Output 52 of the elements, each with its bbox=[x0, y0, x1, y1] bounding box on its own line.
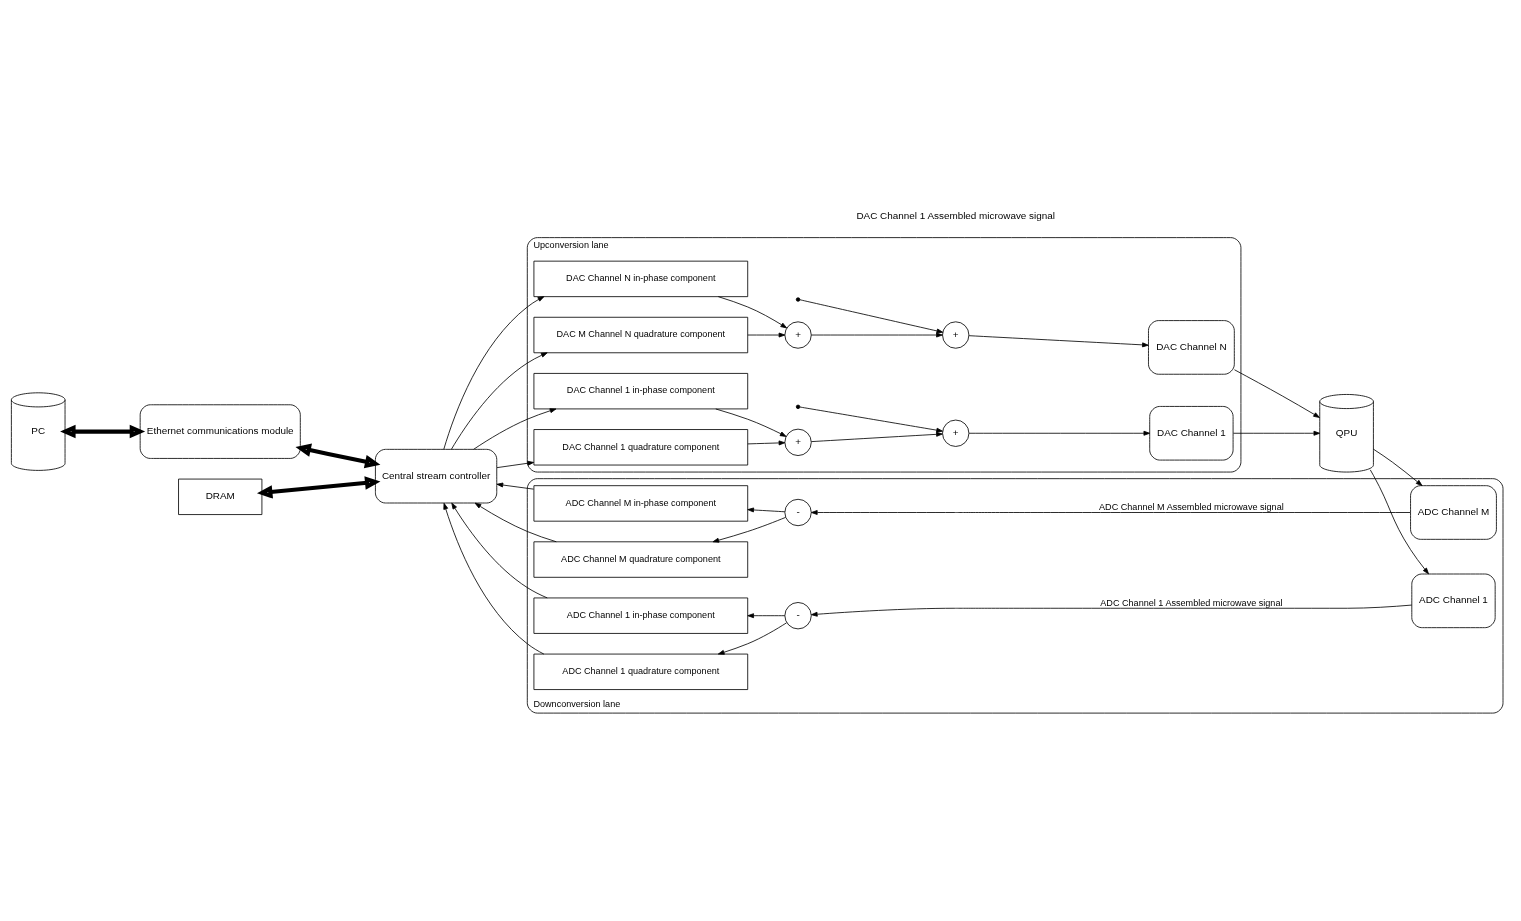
node-box: ADC Channel M in-phase component bbox=[533, 485, 749, 522]
arrow bbox=[1373, 448, 1423, 487]
node-box: DAC Channel 1 quadrature component bbox=[533, 429, 749, 466]
arrow bbox=[1369, 469, 1429, 575]
arrow bbox=[810, 427, 943, 443]
label: DAC Channel 1 Assembled microwave signal bbox=[856, 209, 1055, 221]
node-box: DAC M Channel N quadrature component bbox=[533, 316, 749, 354]
node-box: ADC Channel 1 in-phase component bbox=[533, 597, 749, 634]
arrow bbox=[295, 443, 381, 469]
arrow bbox=[747, 613, 786, 619]
arrow bbox=[443, 502, 545, 655]
arrow bbox=[256, 476, 381, 499]
node-box: ADC Channel M quadrature component bbox=[533, 541, 749, 578]
arrow bbox=[473, 408, 557, 450]
node-circle: + bbox=[942, 321, 970, 349]
arrow bbox=[811, 604, 1413, 617]
arrow bbox=[747, 332, 786, 338]
arrow bbox=[496, 460, 534, 469]
arrow bbox=[747, 507, 786, 513]
edge-label: ADC Channel M Assembled microwave signal bbox=[1099, 501, 1284, 512]
arrow bbox=[811, 510, 1411, 515]
node-box: ADC Channel M bbox=[1410, 485, 1497, 540]
arrow bbox=[451, 502, 548, 599]
arrow bbox=[968, 335, 1149, 348]
arrow bbox=[712, 516, 786, 543]
node-circle: + bbox=[784, 428, 812, 456]
arrow bbox=[968, 430, 1151, 436]
node-circle: + bbox=[784, 321, 812, 349]
node-box: DAC Channel 1 in-phase component bbox=[533, 373, 749, 410]
arrow bbox=[1234, 369, 1320, 418]
node-box: ADC Channel 1 bbox=[1411, 573, 1496, 629]
arrow bbox=[717, 622, 788, 655]
arrow bbox=[443, 296, 545, 450]
arrow bbox=[496, 482, 534, 490]
arrow bbox=[810, 328, 944, 338]
node-box: DAC Channel N bbox=[1148, 320, 1235, 375]
node-circle: + bbox=[942, 419, 970, 447]
node-box: ADC Channel 1 quadrature component bbox=[533, 653, 749, 690]
node-box: DAC Channel N in-phase component bbox=[533, 260, 749, 298]
node-circle: - bbox=[784, 498, 812, 527]
node-box: DAC Channel 1 bbox=[1149, 406, 1234, 461]
arrow bbox=[799, 299, 944, 338]
arrow bbox=[747, 440, 786, 446]
node-box: DRAM bbox=[178, 478, 263, 515]
arrow bbox=[450, 352, 548, 450]
edge-label: ADC Channel 1 Assembled microwave signal bbox=[1100, 597, 1283, 608]
arrow bbox=[60, 424, 146, 439]
node-circle: - bbox=[784, 602, 812, 630]
arrow bbox=[1232, 430, 1321, 436]
node-box: Ethernet communications module bbox=[139, 404, 301, 459]
node-box: Central stream controller bbox=[375, 448, 498, 504]
arrow bbox=[799, 406, 943, 437]
